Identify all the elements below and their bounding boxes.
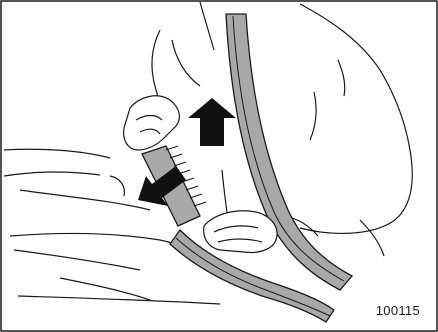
figure-code: 100115 — [376, 303, 420, 318]
right-hand — [204, 211, 277, 253]
